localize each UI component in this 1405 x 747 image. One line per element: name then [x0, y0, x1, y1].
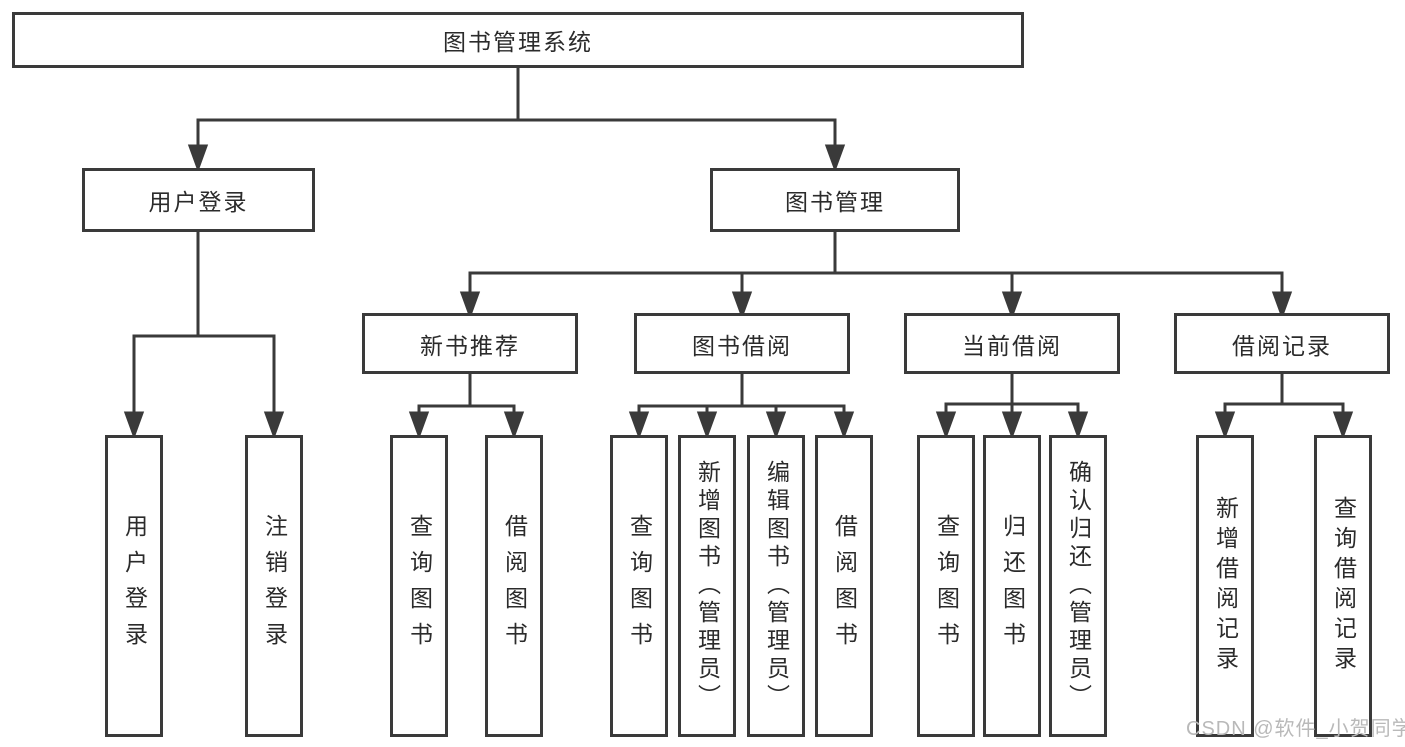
leaf-query-books-recommend: 查询图书 — [390, 435, 448, 737]
leaf-query-books-borrowing: 查询图书 — [610, 435, 668, 737]
leaf-label: 注销登录 — [261, 514, 288, 658]
node-book-borrowing: 图书借阅 — [634, 313, 850, 374]
node-book-management: 图书管理 — [710, 168, 960, 232]
node-label: 图书借阅 — [692, 332, 792, 359]
node-label: 当前借阅 — [962, 332, 1062, 359]
node-new-book-recommend: 新书推荐 — [362, 313, 578, 374]
leaf-label: 用户登录 — [121, 514, 148, 658]
node-borrow-records: 借阅记录 — [1174, 313, 1390, 374]
leaf-label: 归还图书 — [999, 514, 1026, 658]
leaf-user-login: 用户登录 — [105, 435, 163, 737]
node-label: 新书推荐 — [420, 332, 520, 359]
leaf-label: 新增借阅记录 — [1212, 496, 1239, 676]
csdn-watermark: CSDN @软件_小贺同学 — [1186, 718, 1405, 740]
leaf-label: 借阅图书 — [501, 514, 528, 658]
leaf-label: 确认归还（管理员） — [1065, 460, 1092, 712]
leaf-logout: 注销登录 — [245, 435, 303, 737]
leaf-label: 查询借阅记录 — [1330, 496, 1357, 676]
leaf-query-books-current: 查询图书 — [917, 435, 975, 737]
node-label: 借阅记录 — [1232, 332, 1332, 359]
leaf-borrow-books: 借阅图书 — [815, 435, 873, 737]
leaf-label: 查询图书 — [406, 514, 433, 658]
leaf-confirm-return-admin: 确认归还（管理员） — [1049, 435, 1107, 737]
node-current-borrowing: 当前借阅 — [904, 313, 1120, 374]
leaf-add-borrow-record: 新增借阅记录 — [1196, 435, 1254, 737]
node-library-management-system: 图书管理系统 — [12, 12, 1024, 68]
leaf-label: 查询图书 — [626, 514, 653, 658]
node-user-login: 用户登录 — [82, 168, 315, 232]
leaf-label: 编辑图书（管理员） — [763, 460, 790, 712]
leaf-query-borrow-record: 查询借阅记录 — [1314, 435, 1372, 737]
leaf-label: 借阅图书 — [831, 514, 858, 658]
leaf-label: 查询图书 — [933, 514, 960, 658]
leaf-label: 新增图书（管理员） — [694, 460, 721, 712]
leaf-edit-books-admin: 编辑图书（管理员） — [747, 435, 805, 737]
node-label: 图书管理系统 — [443, 29, 593, 55]
leaf-borrow-books-recommend: 借阅图书 — [485, 435, 543, 737]
leaf-return-books: 归还图书 — [983, 435, 1041, 737]
node-label: 图书管理 — [785, 189, 885, 215]
leaf-add-books-admin: 新增图书（管理员） — [678, 435, 736, 737]
node-label: 用户登录 — [148, 189, 249, 215]
